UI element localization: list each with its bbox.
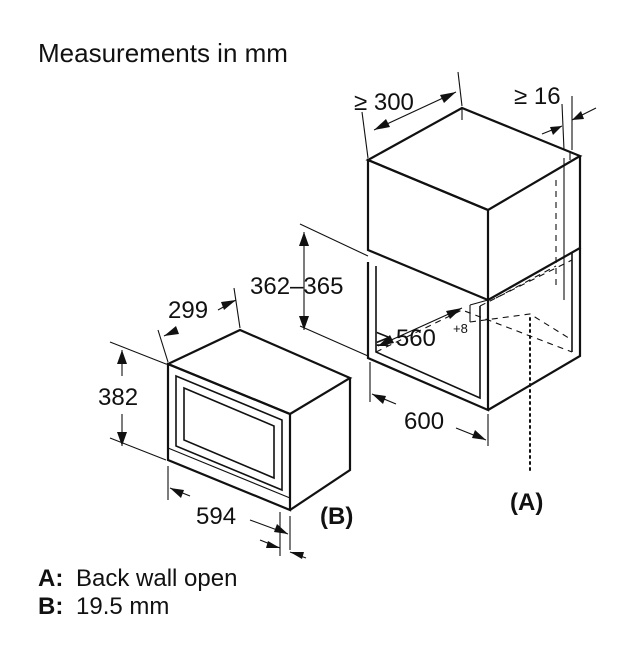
dimension-niche-height: 362–365 (250, 273, 343, 300)
legend-b-key: B: (38, 593, 63, 620)
dimension-lines (109, 71, 597, 559)
dimension-niche-width-min: ≥ 560 (376, 325, 436, 352)
appliance-door-frame (175, 374, 283, 492)
diagram-title: Measurements in mm (38, 38, 288, 68)
cabinet-upper-front (366, 158, 490, 302)
dimension-appliance-width: 594 (196, 503, 236, 530)
dimension-appliance-height: 382 (98, 384, 138, 411)
dimension-appliance-depth: 299 (168, 297, 208, 324)
cabinet-drawing (365, 106, 583, 475)
legend-a-value: Back wall open (76, 565, 237, 592)
cabinet-upper-top (365, 106, 583, 212)
appliance-drawing (165, 328, 353, 512)
legend-a-key: A: (38, 565, 63, 592)
niche-back-right (487, 248, 582, 411)
dimension-side-gap-min: ≥ 16 (514, 83, 561, 110)
legend-b-value: 19.5 mm (76, 593, 169, 620)
legend: A: Back wall open B: 19.5 mm (38, 565, 237, 620)
appliance-front (166, 362, 292, 512)
niche-inner-frame (375, 266, 481, 400)
dimension-niche-width-tolerance: +8 (453, 321, 468, 336)
appliance-top (165, 328, 353, 416)
niche-frame (366, 262, 490, 412)
dimension-depth-min: ≥ 300 (354, 89, 414, 116)
dimension-niche-depth: 600 (404, 408, 444, 435)
appliance-door-window (183, 386, 275, 480)
marker-b-label: (B) (320, 503, 353, 530)
marker-a-label: (A) (510, 489, 543, 516)
appliance-side (289, 378, 352, 511)
